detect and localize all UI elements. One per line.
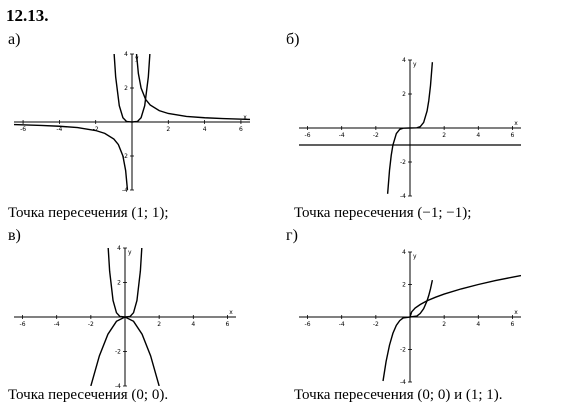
y-tick-label-g: -2 xyxy=(400,347,406,354)
x-tick-label-a: -2 xyxy=(93,126,99,133)
caption-g: Точка пересечения (0; 0) и (1; 1). xyxy=(294,387,503,403)
x-tick-label-v: 6 xyxy=(226,321,230,328)
y-tick-label-v: 4 xyxy=(117,245,121,252)
y-tick-label-b: -4 xyxy=(400,193,406,200)
curve-a-2 xyxy=(135,54,250,121)
x-tick-label-a: -4 xyxy=(56,126,62,133)
y-tick-label-v: -4 xyxy=(115,383,121,390)
y-tick-label-b: -2 xyxy=(400,159,406,166)
x-tick-label-b: -2 xyxy=(373,132,379,139)
y-axis-label-b: y xyxy=(413,61,417,68)
panel-letter-b: б) xyxy=(286,31,300,48)
x-tick-label-g: -4 xyxy=(339,321,345,328)
x-axis-label-b: x xyxy=(514,120,518,127)
y-tick-label-v: 2 xyxy=(117,280,121,287)
x-tick-label-b: -4 xyxy=(339,132,345,139)
x-tick-label-g: -2 xyxy=(373,321,379,328)
y-tick-label-g: 2 xyxy=(402,282,406,289)
x-tick-label-a: 6 xyxy=(239,126,243,133)
x-tick-label-g: 4 xyxy=(476,321,480,328)
y-tick-label-b: 2 xyxy=(402,91,406,98)
x-tick-label-v: -6 xyxy=(20,321,26,328)
x-tick-label-v: -2 xyxy=(88,321,94,328)
curve-a-3 xyxy=(14,123,129,190)
problem-number: 12.13. xyxy=(6,6,49,25)
y-axis-label-g: y xyxy=(413,253,417,260)
x-tick-label-a: -6 xyxy=(20,126,26,133)
x-axis-label-v: x xyxy=(229,309,233,316)
x-tick-label-g: 6 xyxy=(511,321,515,328)
y-tick-label-b: 4 xyxy=(402,57,406,64)
x-tick-label-v: 4 xyxy=(191,321,195,328)
panel-letter-v: в) xyxy=(8,227,21,244)
x-tick-label-g: -6 xyxy=(305,321,311,328)
x-tick-label-v: -4 xyxy=(54,321,60,328)
y-tick-label-g: -4 xyxy=(400,379,406,386)
curve-g-2 xyxy=(409,274,521,318)
y-tick-label-a: -2 xyxy=(122,153,128,160)
curve-v-2 xyxy=(90,316,160,386)
panel-letter-a: а) xyxy=(8,31,21,48)
caption-b: Точка пересечения (−1; −1); xyxy=(294,205,472,221)
graph-v: -6 -4 -2 2 4 6 4 2 -2 -4 x y xyxy=(14,245,236,390)
x-tick-label-b: 6 xyxy=(511,132,515,139)
x-axis-label-g: x xyxy=(514,309,518,316)
curve-g-1 xyxy=(382,279,434,382)
caption-a: Точка пересечения (1; 1); xyxy=(8,205,169,221)
x-tick-label-b: -6 xyxy=(305,132,311,139)
curve-b-1 xyxy=(386,62,434,194)
x-axis-label-a: x xyxy=(243,114,247,121)
panel-letter-g: г) xyxy=(286,227,298,244)
x-tick-label-a: 4 xyxy=(203,126,207,133)
y-tick-label-v: -2 xyxy=(115,349,121,356)
x-tick-label-a: 2 xyxy=(166,126,170,133)
caption-v: Точка пересечения (0; 0). xyxy=(8,387,169,403)
x-tick-label-v: 2 xyxy=(157,321,161,328)
x-tick-label-b: 4 xyxy=(476,132,480,139)
y-tick-label-a: -4 xyxy=(122,187,128,194)
x-tick-label-g: 2 xyxy=(442,321,446,328)
graph-g: -6 -4 -2 2 4 6 4 2 -2 -4 x y xyxy=(299,249,521,386)
y-tick-label-g: 4 xyxy=(402,249,406,256)
graph-b: -6 -4 -2 2 4 6 4 2 -2 -4 x y xyxy=(299,57,521,200)
curve-a-1 xyxy=(113,54,151,123)
y-axis-label-v: y xyxy=(128,249,132,256)
y-tick-label-a: 4 xyxy=(124,51,128,58)
x-tick-label-b: 2 xyxy=(442,132,446,139)
y-tick-label-a: 2 xyxy=(124,85,128,92)
